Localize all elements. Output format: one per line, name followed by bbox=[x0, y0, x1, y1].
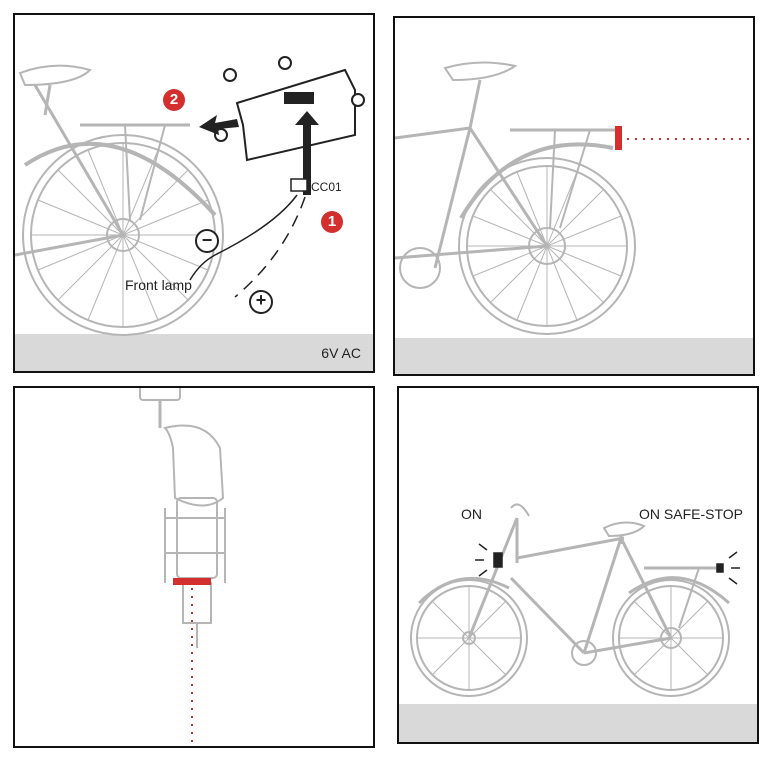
panel-side-beam-alignment bbox=[393, 16, 755, 376]
front-lamp-label: Front lamp bbox=[125, 277, 192, 293]
front-light-on-label: ON bbox=[461, 506, 482, 522]
connector-label: CC01 bbox=[311, 180, 342, 194]
panel-light-states: ON ON SAFE-STOP bbox=[397, 386, 759, 744]
bicycle-full-illustration bbox=[410, 503, 740, 697]
minus-terminal-symbol: − bbox=[201, 230, 213, 250]
step-one-badge: 1 bbox=[321, 211, 343, 233]
bicycle-rear-illustration bbox=[15, 56, 365, 336]
rear-light-safe-stop-label: ON SAFE-STOP bbox=[639, 506, 743, 522]
ground-strip bbox=[399, 704, 757, 742]
bicycle-rear-view-illustration bbox=[139, 388, 226, 746]
ground-strip bbox=[395, 338, 753, 374]
voltage-label: 6V AC bbox=[321, 345, 361, 361]
step-two-badge: 2 bbox=[163, 89, 185, 111]
panel-rear-lamp-installation: 2 1 CC01 Front lamp − + 6V AC bbox=[13, 13, 375, 373]
panel-rear-beam-alignment bbox=[13, 386, 375, 748]
plus-terminal-symbol: + bbox=[255, 290, 267, 310]
bicycle-side-illustration bbox=[395, 61, 753, 335]
ground-strip bbox=[15, 334, 373, 371]
